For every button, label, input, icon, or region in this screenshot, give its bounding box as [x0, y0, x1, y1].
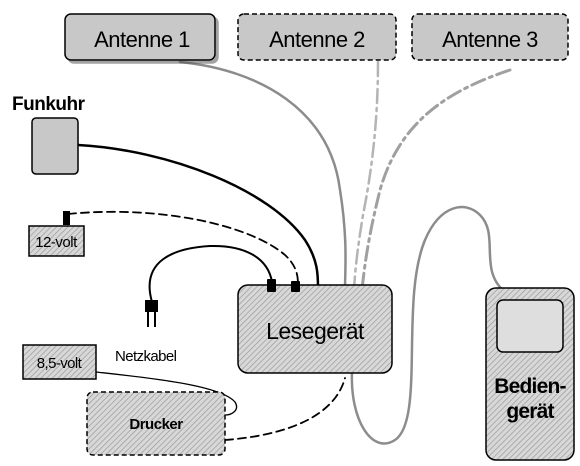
cable-power [148, 244, 273, 303]
antenna-1-label: Antenne 1 [94, 27, 190, 52]
cable-antenna2 [352, 60, 380, 292]
operator-device-label-line2: gerät [506, 400, 554, 423]
battery-12v-box [28, 225, 85, 257]
printer: Drucker [86, 391, 226, 456]
reader: Lesegerät [237, 279, 393, 374]
power-plug [145, 300, 158, 327]
battery-8v-box [22, 344, 97, 380]
cable-12v [67, 210, 299, 287]
operator-device-screen [496, 299, 564, 353]
reader-port-right [291, 281, 300, 292]
cable-operator [350, 205, 507, 445]
reader-label: Lesegerät [266, 318, 365, 344]
battery-8v-label: 8,5-volt [37, 355, 83, 372]
battery-12v-plug [63, 211, 70, 225]
antenna-1-box [64, 13, 216, 61]
printer-box [86, 391, 226, 456]
antenna-3-box [411, 13, 569, 61]
printer-label: Drucker [129, 416, 183, 433]
reader-port-left [267, 279, 276, 292]
cable-antenna1 [178, 60, 347, 292]
battery-12v-label: 12-volt [35, 234, 78, 251]
cables [67, 60, 512, 445]
battery-12v: 12-volt [28, 211, 85, 257]
cable-8v-printer [95, 371, 238, 416]
antenna-2-label: Antenne 2 [269, 27, 365, 52]
antenna-3-label: Antenne 3 [442, 27, 538, 52]
cable-printer [224, 377, 346, 441]
operator-device-label-line1: Bedien- [494, 375, 566, 398]
cable-antenna3 [360, 68, 512, 292]
cable-radio-clock [76, 143, 320, 290]
antenna-3: Antenne 3 [411, 13, 569, 61]
reader-box [237, 284, 393, 374]
antenna-2: Antenne 2 [237, 13, 397, 61]
radio-clock-box [31, 117, 79, 175]
radio-clock-label: Funkuhr [12, 94, 86, 115]
antenna-2-box [237, 13, 397, 61]
operator-device: Bedien- gerät [485, 287, 575, 461]
battery-8v: 8,5-volt [22, 344, 97, 380]
antenna-1: Antenne 1 [64, 13, 216, 61]
power-plug-body [145, 300, 158, 312]
power-cable-label: Netzkabel [115, 348, 177, 365]
